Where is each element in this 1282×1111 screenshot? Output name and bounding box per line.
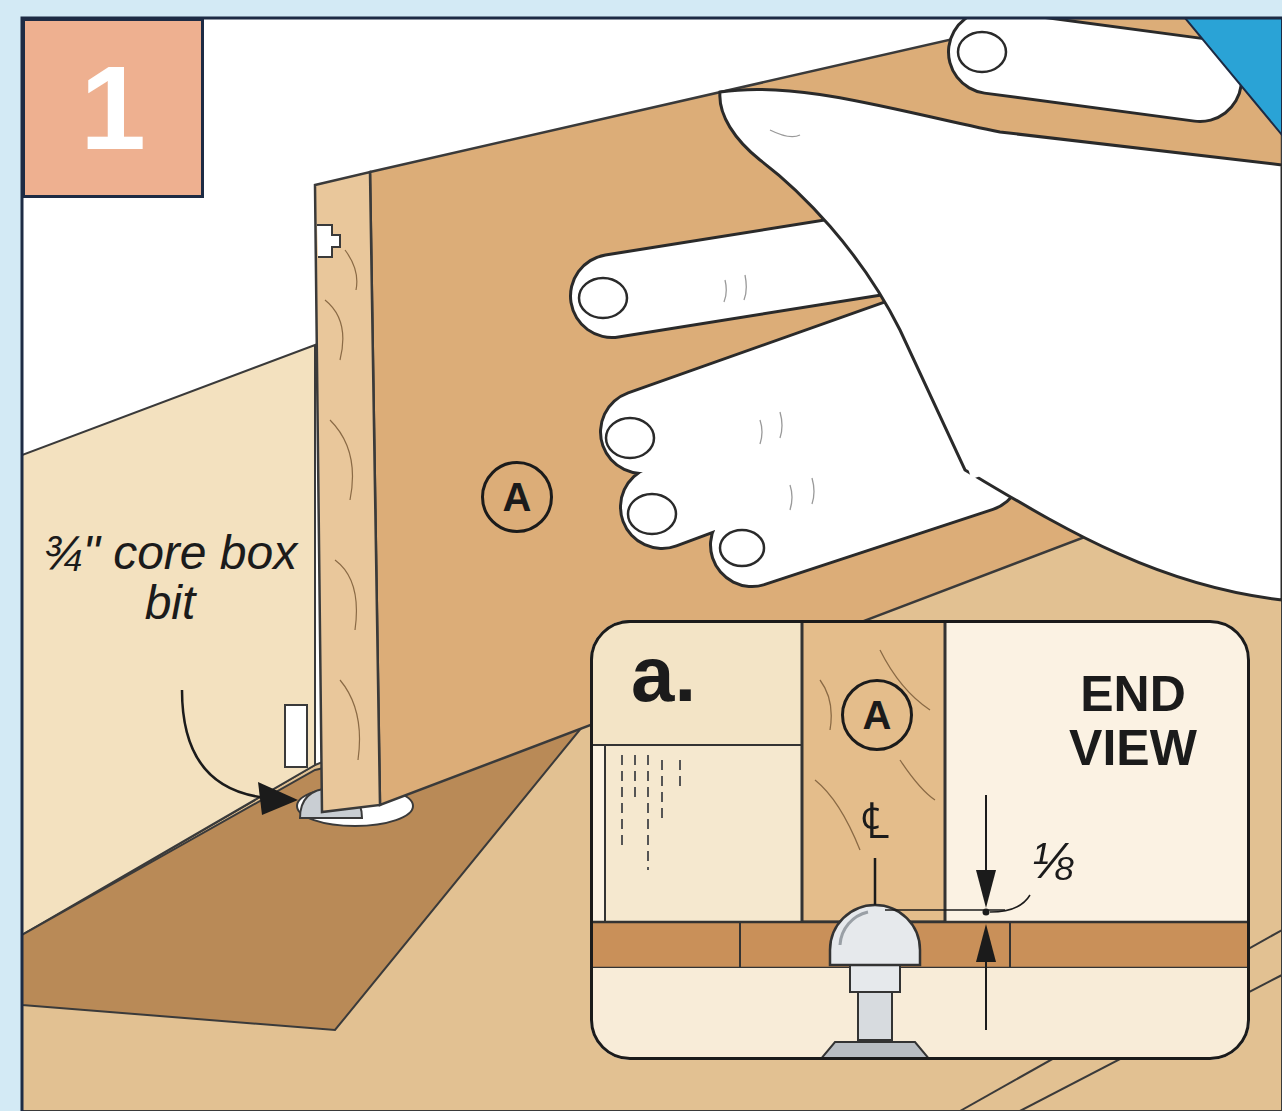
part-callout: A	[841, 679, 913, 751]
fingernail	[628, 494, 676, 534]
workpiece-end	[315, 172, 380, 812]
wood-grain	[815, 650, 935, 850]
part-callout: A	[481, 461, 553, 533]
arrowhead	[258, 782, 298, 815]
detail-inset: a. END VIEW A	[590, 620, 1250, 1060]
bit-shank	[858, 990, 892, 1040]
arrowhead	[976, 924, 996, 962]
node-text: A	[863, 695, 892, 735]
table-joint	[739, 922, 741, 968]
leader-dot	[983, 909, 990, 916]
dimension-label: ⅛	[1018, 835, 1088, 888]
node-text: A	[503, 477, 532, 517]
bit-neck	[850, 962, 900, 992]
palm-fill-seam	[930, 250, 1000, 470]
sky-background	[22, 18, 1282, 1111]
blue-corner	[1185, 18, 1282, 135]
palm	[720, 89, 1282, 600]
hand	[579, 32, 1282, 600]
centerline-symbol: ℄	[845, 795, 905, 848]
leader-line	[990, 895, 1030, 912]
bit-dome	[830, 905, 920, 965]
node-text: 1	[80, 49, 146, 167]
frame-border	[22, 18, 1282, 1111]
fingernail	[720, 530, 764, 566]
under-table	[590, 968, 1250, 1060]
fence-notch	[285, 705, 307, 767]
label-box	[590, 620, 802, 745]
dimension-line	[985, 960, 987, 1030]
node-text: END VIEW	[1033, 667, 1233, 775]
knuckle-lines	[724, 130, 814, 510]
leader-line	[182, 690, 268, 798]
dimension-line	[985, 795, 987, 880]
wood-grain	[325, 250, 360, 760]
centerline	[874, 858, 877, 905]
table-joint	[1009, 922, 1011, 968]
fingernail	[579, 278, 627, 318]
bit-label: ¾" core box bit	[40, 528, 300, 629]
fingernail	[958, 32, 1006, 72]
workpiece-section	[802, 620, 945, 922]
groove-notch	[317, 225, 340, 257]
bit-shading	[840, 912, 868, 945]
fingernail	[606, 418, 654, 458]
node-text: a.	[631, 635, 696, 713]
fence-texture	[622, 755, 680, 870]
fence-section	[605, 745, 802, 922]
arrowhead	[976, 870, 996, 908]
step-badge: 1	[22, 18, 204, 198]
